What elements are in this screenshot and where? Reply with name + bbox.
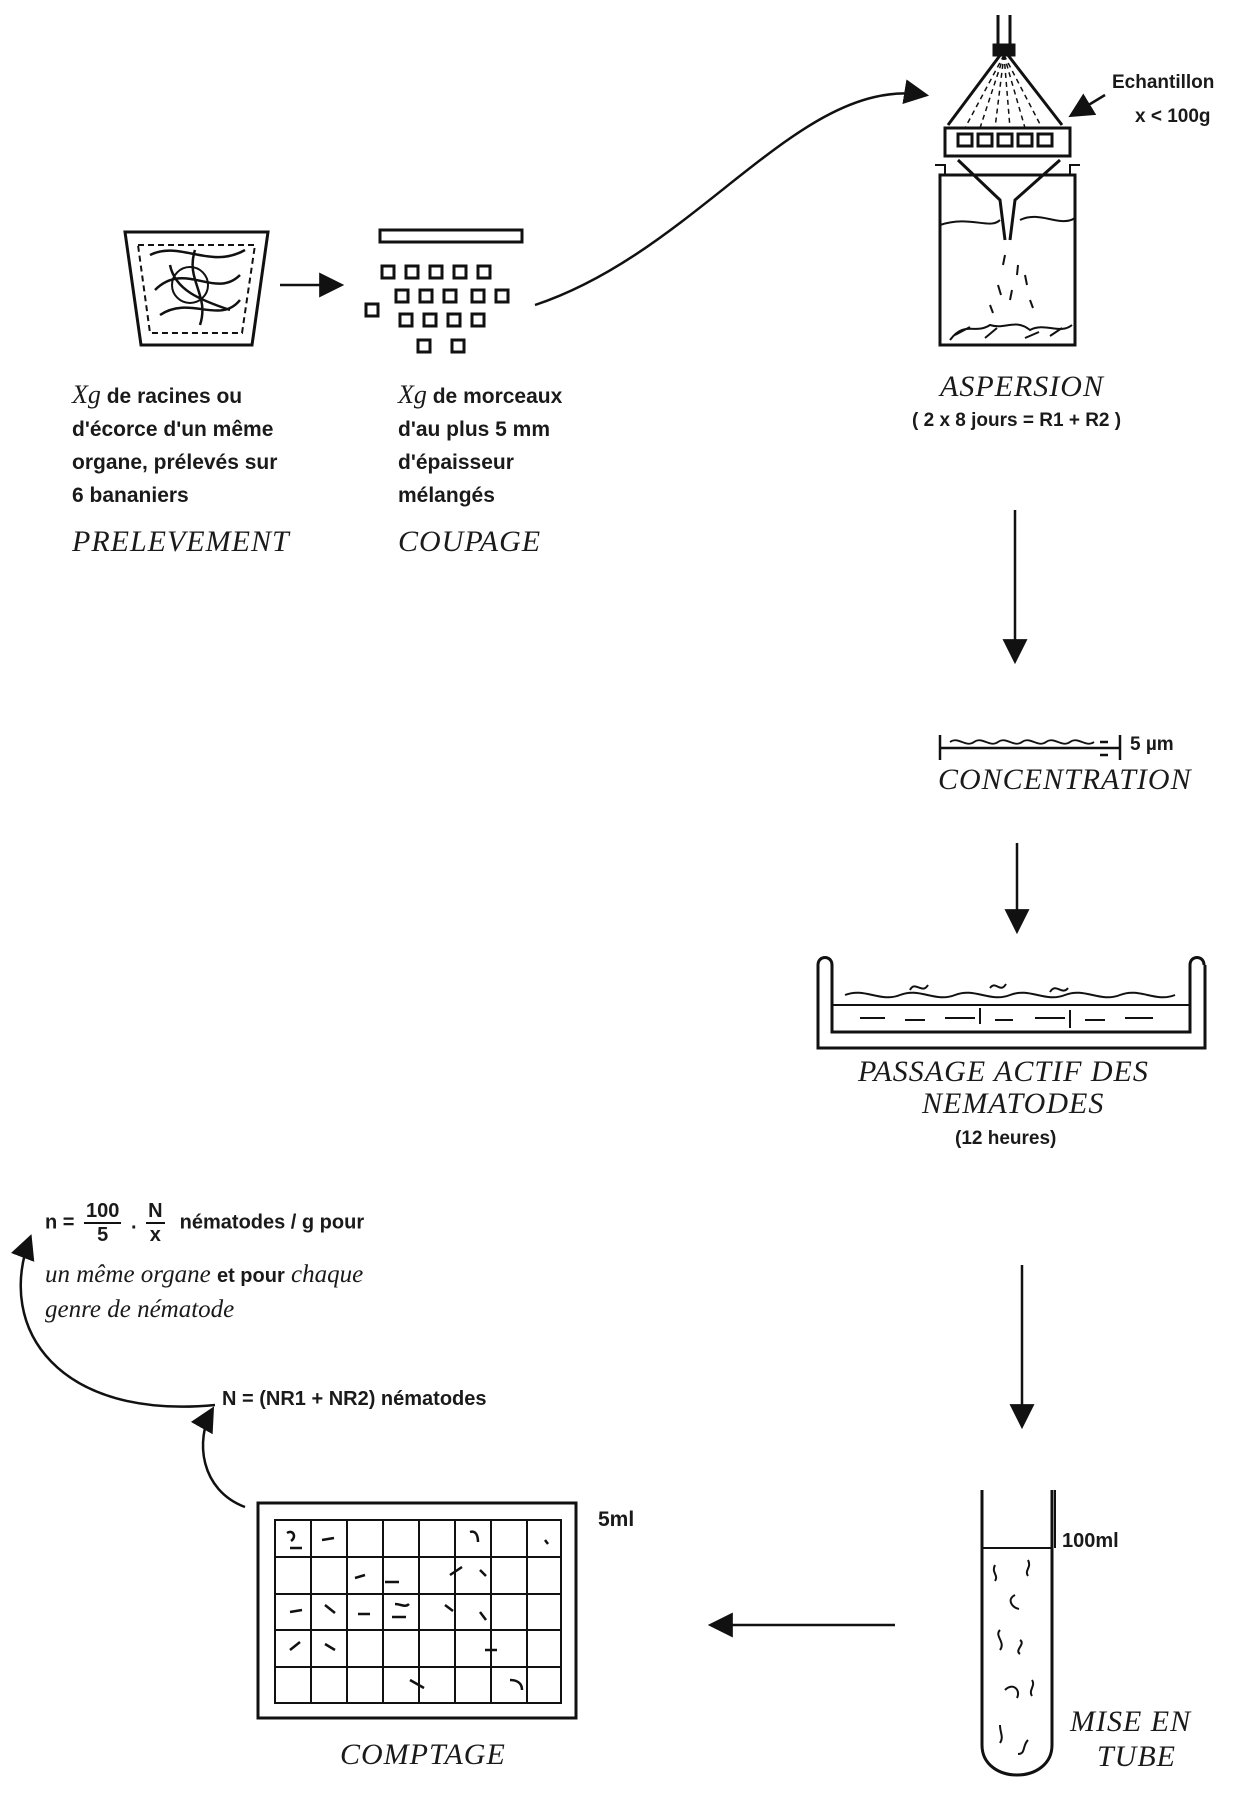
total-nematodes-formula: N = (NR1 + NR2) nématodes <box>222 1388 487 1410</box>
prelevement-line1: de racines ou <box>106 385 243 408</box>
test-tube-icon <box>980 1490 1054 1777</box>
arrow-coupage-to-aspersion <box>534 79 930 307</box>
root-sample-jar-icon <box>123 230 270 347</box>
prelevement-xg: Xg <box>72 380 101 409</box>
formula-frac2-den: x <box>149 1224 161 1246</box>
tube-title-line2: TUBE <box>1097 1740 1176 1773</box>
prelevement-title: PRELEVEMENT <box>72 525 290 558</box>
aspersion-detail: ( 2 x 8 jours = R1 + R2 ) <box>912 410 1122 431</box>
prelevement-line2: d'écorce d'un même <box>72 418 274 441</box>
formula-unit-text: nématodes / g pour <box>179 1211 365 1234</box>
coupage-line1: de morceaux <box>432 385 563 408</box>
echantillon-value: x < 100g <box>1135 106 1211 127</box>
prelevement-description: Xg de racines ou d'écorce d'un même orga… <box>72 378 277 512</box>
formula-line2-it1: un même organe <box>45 1261 211 1288</box>
coupage-line2: d'au plus 5 mm <box>398 418 551 441</box>
arrow-comptage-to-total <box>190 1406 246 1509</box>
formula-frac1-den: 5 <box>97 1224 109 1246</box>
formula-n-eq: n = <box>45 1211 75 1234</box>
echantillon-label: Echantillon <box>1112 72 1215 93</box>
concentration-scale: 5 µm <box>1130 734 1174 755</box>
formula-line2-mid: et pour <box>216 1265 285 1287</box>
coupage-xg: Xg <box>398 380 427 409</box>
cut-pieces-icon <box>364 228 524 354</box>
formula-line3: genre de nématode <box>45 1296 235 1323</box>
extraction-tray-icon <box>816 956 1207 1050</box>
formula-frac1-num: 100 <box>84 1200 122 1224</box>
passage-title-line1: PASSAGE ACTIF DES <box>858 1055 1149 1088</box>
formula-line2-it2: chaque <box>290 1261 364 1288</box>
coupage-line3: d'épaisseur <box>398 451 514 474</box>
formula-dot: . <box>130 1211 137 1234</box>
aspersion-apparatus-icon <box>935 15 1080 347</box>
formula-line2: un même organe et pour chaque <box>45 1258 363 1293</box>
prelevement-line3: organe, prélevés sur <box>72 451 278 474</box>
tube-title-line1: MISE EN <box>1070 1705 1192 1738</box>
comptage-title: COMPTAGE <box>340 1738 506 1771</box>
coupage-line4: mélangés <box>398 484 495 507</box>
passage-duration: (12 heures) <box>955 1128 1057 1149</box>
coupage-title: COUPAGE <box>398 525 542 558</box>
counting-grid-icon <box>256 1501 578 1720</box>
nematode-scale-bar-icon <box>938 735 1122 760</box>
arrow-echantillon-pointer <box>1068 93 1106 118</box>
passage-title-line2: NEMATODES <box>922 1087 1105 1120</box>
comptage-volume-label: 5ml <box>598 1508 635 1531</box>
arrow-total-to-formula <box>10 1234 216 1408</box>
formula-frac2-num: N <box>146 1200 165 1224</box>
prelevement-line4: 6 bananiers <box>72 484 189 507</box>
aspersion-title: ASPERSION <box>940 370 1104 403</box>
tube-volume-label: 100ml <box>1062 1530 1119 1552</box>
concentration-title: CONCENTRATION <box>938 763 1192 796</box>
coupage-description: Xg de morceaux d'au plus 5 mm d'épaisseu… <box>398 378 562 512</box>
